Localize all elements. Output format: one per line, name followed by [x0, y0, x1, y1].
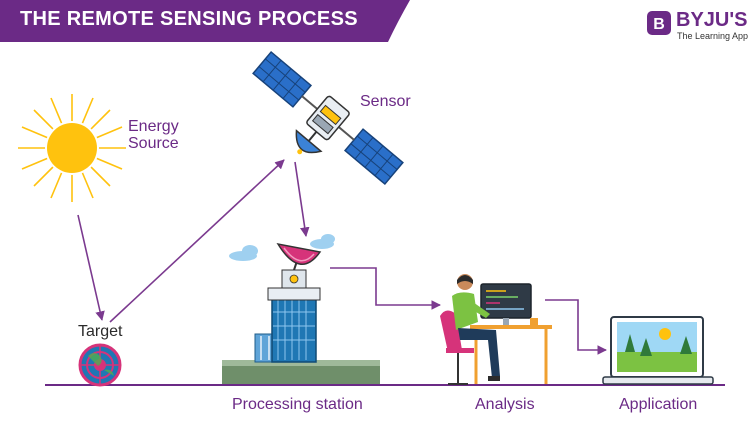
sun-icon [18, 94, 126, 202]
brand-badge-letter: B [653, 16, 665, 33]
label-application: Application [619, 396, 698, 413]
title-banner: THE REMOTE SENSING PROCESS [0, 0, 410, 42]
label-sensor: Sensor [360, 93, 411, 110]
brand-badge-icon: B [647, 11, 671, 35]
brand-tagline: The Learning App [677, 31, 749, 41]
cloud-icon [229, 234, 335, 261]
laptop-landscape-icon [602, 316, 714, 385]
brand-name: BYJU'S [676, 9, 748, 31]
page-title: THE REMOTE SENSING PROCESS [20, 8, 358, 30]
label-source: Source [128, 135, 179, 152]
arrow-target-to-sensor [109, 159, 285, 323]
arrow-sun-to-target [77, 214, 105, 321]
label-processing-station: Processing station [232, 396, 363, 413]
satellite-icon [252, 50, 404, 186]
arrow-station-to-analysis [330, 267, 441, 310]
label-target: Target [78, 323, 123, 340]
flow-arrows [77, 159, 607, 355]
ground-station-dish-icon [276, 242, 322, 289]
arrow-sensor-to-station [294, 161, 310, 237]
banner-shape [0, 0, 410, 42]
brand-logo: B BYJU'S The Learning App [646, 9, 749, 44]
arrow-analysis-to-application [545, 299, 607, 355]
label-analysis: Analysis [475, 396, 535, 413]
label-energy: Energy [128, 118, 179, 135]
building-icon [222, 287, 380, 384]
analyst-at-computer-icon [440, 274, 552, 385]
target-globe-icon [78, 343, 122, 387]
